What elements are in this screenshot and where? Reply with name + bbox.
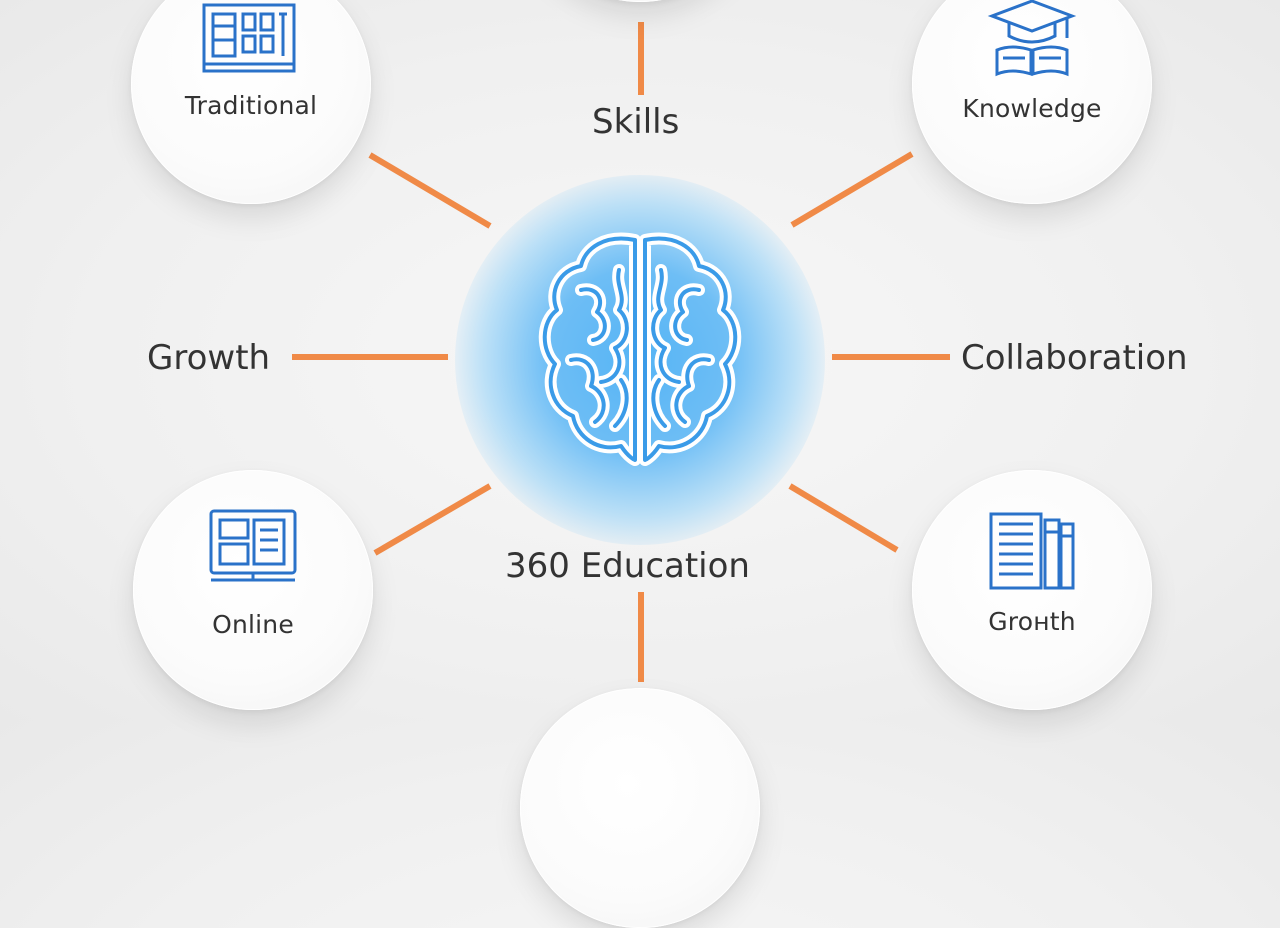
connector-top-left [368,152,492,229]
brain-icon [538,232,742,466]
center-title: 360 Education [505,546,750,586]
node-traditional[interactable]: Traditional [131,0,371,204]
node-online[interactable]: Online [133,470,373,710]
node-top-partial [520,0,760,2]
node-knowledge-label: Knowledge [962,94,1102,123]
node-growth[interactable]: Groнth [912,470,1152,710]
connector-bottom-left [373,483,492,556]
growth-label-left: Growth [147,338,271,378]
node-online-label: Online [212,610,294,639]
connector-bottom-right [788,483,899,553]
graduation-cap-books-icon [987,0,1077,77]
connector-top-right [790,151,914,228]
connector-lines [292,22,950,682]
computer-monitor-icon [209,509,297,582]
node-knowledge[interactable]: Knowledge [912,0,1152,204]
books-icon [989,512,1075,590]
node-growth-label: Groнth [988,607,1076,636]
node-traditional-label: Traditional [184,91,318,120]
collaboration-label: Collaboration [961,338,1188,378]
blueprint-icon [202,3,296,73]
node-bottom-partial [520,688,760,928]
skills-label: Skills [592,102,680,142]
